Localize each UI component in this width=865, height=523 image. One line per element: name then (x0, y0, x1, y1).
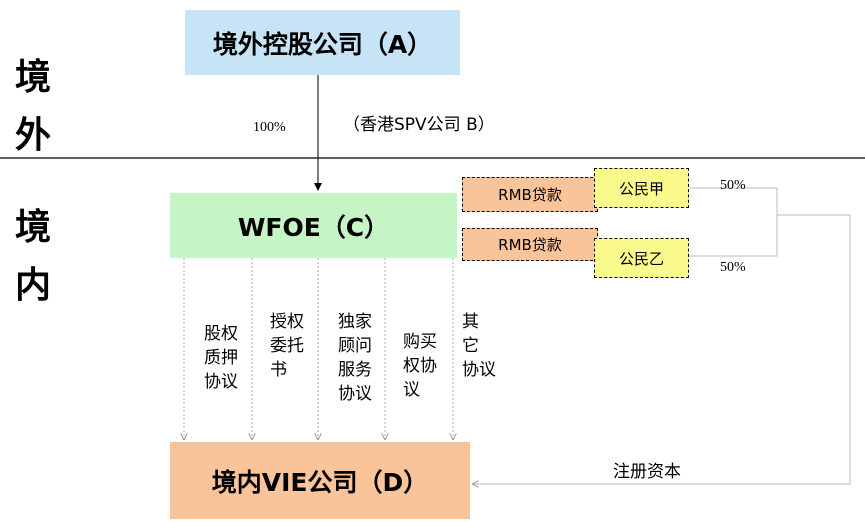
rmb-loan-1: RMB贷款 (462, 177, 598, 212)
citizen-b-box: 公民乙 (594, 238, 689, 278)
citizen-b-line (689, 215, 778, 257)
domestic-vie-company-box: 境内VIE公司（D） (170, 442, 470, 519)
spv-note: （香港SPV公司 B） (343, 115, 495, 135)
rmb-loan-2: RMB贷款 (462, 228, 598, 261)
citizen-b-share: 50% (720, 260, 746, 275)
citizen-a-line (689, 187, 778, 215)
agreement-power-of-attorney: 授权 委托 书 (270, 312, 304, 380)
ownership-a-to-c: 100% (253, 120, 286, 135)
citizen-a-share: 50% (720, 178, 746, 193)
citizen-a-box: 公民甲 (594, 168, 689, 208)
agreement-exclusive-consulting: 独家 顾问 服务 协议 (338, 312, 372, 404)
wfoe-box: WFOE（C） (170, 193, 457, 258)
registered-capital-label: 注册资本 (613, 462, 681, 482)
side-label-offshore-2: 外 (15, 115, 52, 156)
registered-capital-arrow (473, 214, 851, 484)
offshore-holding-company-box: 境外控股公司（A） (185, 10, 460, 75)
agreement-equity-pledge: 股权 质押 协议 (204, 324, 238, 392)
agreement-purchase-option: 购买 权协 议 (403, 332, 437, 400)
agreement-other: 其 它 协议 (462, 312, 496, 380)
side-label-onshore-2: 内 (15, 265, 52, 306)
side-label-onshore-1: 境 (15, 207, 52, 248)
side-label-offshore-1: 境 (15, 57, 52, 98)
